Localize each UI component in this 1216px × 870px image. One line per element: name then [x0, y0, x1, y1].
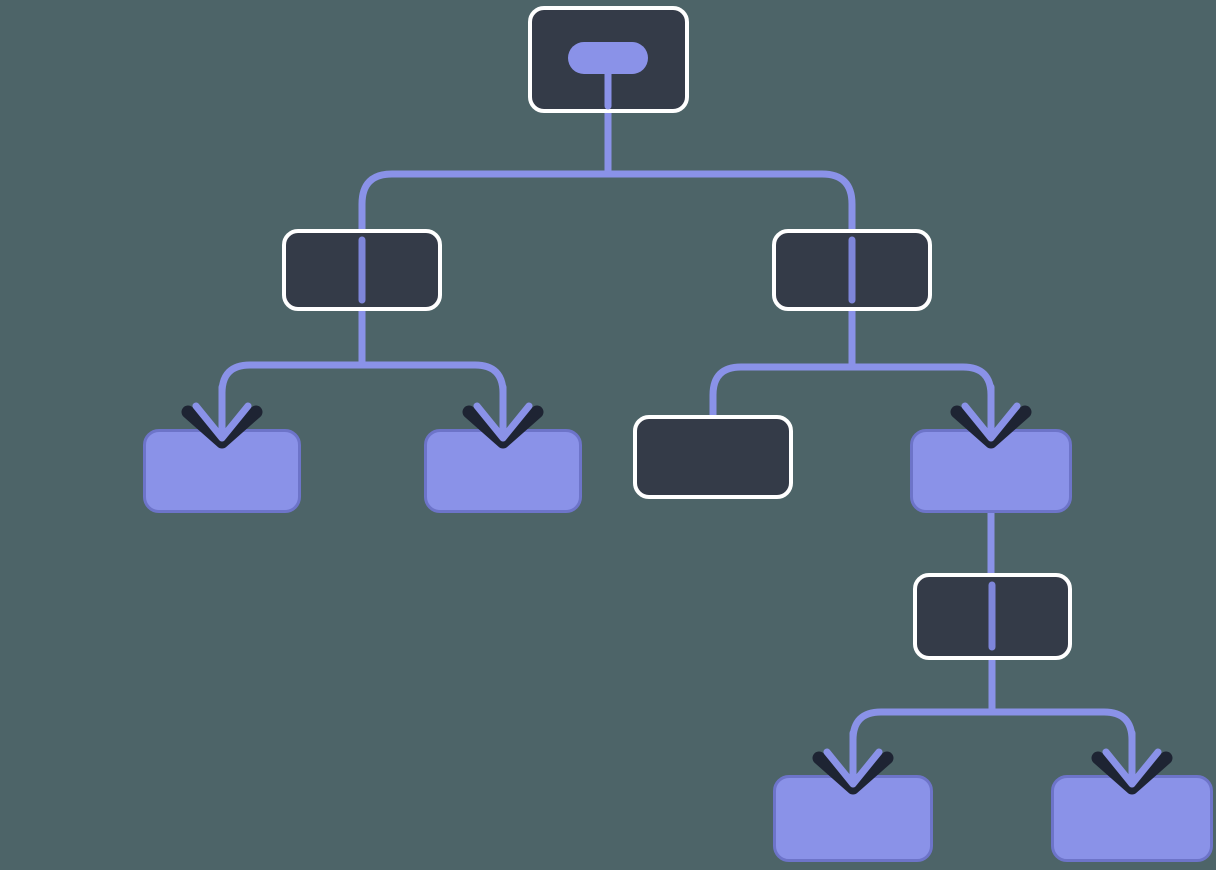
node-leaf-1[interactable]: [143, 429, 301, 513]
node-branch-left[interactable]: [282, 229, 442, 311]
node-mid[interactable]: [910, 429, 1072, 513]
edge-branch-bottom-to-leaf-3: [849, 708, 992, 764]
edge-branch-right-to-node-mid: [852, 363, 995, 416]
edge-branch-left-to-leaf-2: [362, 361, 507, 416]
node-leaf-2[interactable]: [424, 429, 582, 513]
node-leaf-dark[interactable]: [633, 415, 793, 499]
edge-branch-left-to-leaf-1: [218, 361, 362, 416]
node-leaf-3[interactable]: [773, 775, 933, 862]
edge-branch-right-to-leaf-dark: [709, 363, 852, 418]
node-branch-bottom[interactable]: [913, 573, 1072, 660]
node-branch-right[interactable]: [772, 229, 932, 311]
node-root[interactable]: [528, 6, 689, 113]
node-leaf-4[interactable]: [1051, 775, 1213, 862]
edge-root-to-branch-right: [608, 170, 856, 232]
edge-branch-bottom-to-leaf-4: [992, 708, 1136, 764]
edge-root-to-branch-left: [358, 170, 608, 232]
